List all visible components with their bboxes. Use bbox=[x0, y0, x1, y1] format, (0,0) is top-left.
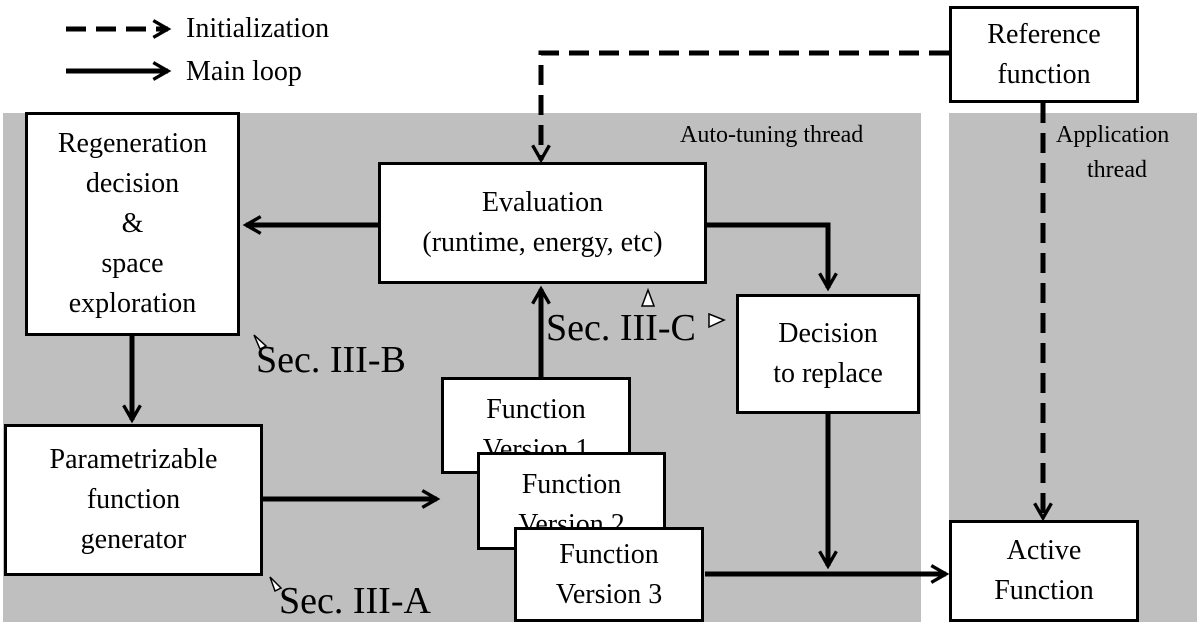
section-iii-a-label: Sec. III-A bbox=[279, 580, 431, 622]
legend-initialization-label: Initialization bbox=[186, 13, 330, 44]
function-version-3-box: Function Version 3 bbox=[514, 527, 704, 622]
active-line1: Active bbox=[1006, 535, 1082, 566]
reference-function-line1: Reference bbox=[987, 18, 1101, 50]
regeneration-line2: decision bbox=[85, 168, 180, 199]
regeneration-line4: space bbox=[101, 248, 164, 279]
application-thread-label-line2: thread bbox=[1087, 157, 1147, 183]
generator-line2: function bbox=[86, 484, 181, 515]
auto-tuning-thread-label: Auto-tuning thread bbox=[680, 122, 864, 148]
decision-to-replace-box: Decision to replace bbox=[736, 294, 920, 414]
function-generator-box: Parametrizable function generator bbox=[4, 424, 263, 576]
evaluation-line1: Evaluation bbox=[481, 187, 604, 218]
version3-line1: Function bbox=[559, 538, 659, 570]
regeneration-line3: & bbox=[121, 208, 144, 239]
version2-line1: Function bbox=[521, 469, 622, 500]
section-iii-b-label: Sec. III-B bbox=[256, 339, 406, 381]
decision-line1: Decision bbox=[778, 318, 878, 349]
decision-line2: to replace bbox=[773, 358, 883, 389]
version1-line1: Function bbox=[486, 394, 586, 425]
regeneration-line5: exploration bbox=[68, 288, 197, 319]
reference-function-line2: function bbox=[997, 58, 1091, 90]
regeneration-line1: Regeneration bbox=[57, 128, 208, 159]
regeneration-decision-box: Regeneration decision & space exploratio… bbox=[25, 112, 240, 336]
active-line2: Function bbox=[994, 575, 1094, 606]
evaluation-line2: (runtime, energy, etc) bbox=[422, 227, 663, 258]
section-iii-c-label: Sec. III-C bbox=[546, 307, 696, 349]
evaluation-box: Evaluation (runtime, energy, etc) bbox=[378, 162, 707, 284]
legend-main-loop-label: Main loop bbox=[186, 56, 302, 87]
version3-line2: Version 3 bbox=[555, 578, 663, 610]
reference-function-box: Reference function bbox=[949, 6, 1139, 103]
application-thread-label-line1: Application bbox=[1056, 122, 1170, 148]
active-function-box: Active Function bbox=[949, 520, 1139, 622]
generator-line1: Parametrizable bbox=[49, 444, 218, 475]
generator-line3: generator bbox=[80, 524, 187, 555]
